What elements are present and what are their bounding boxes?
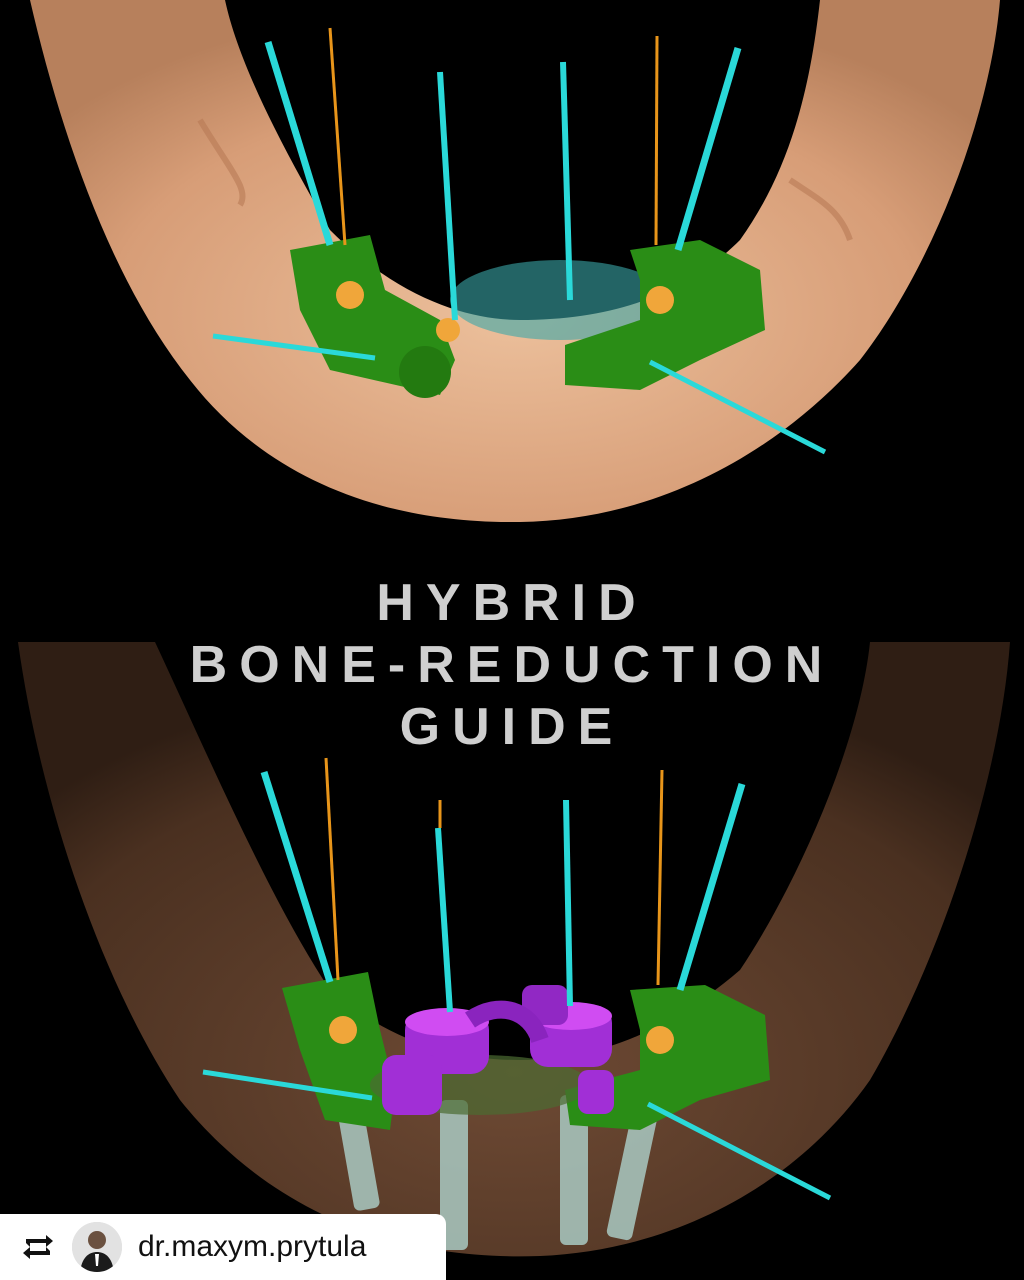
- username[interactable]: dr.maxym.prytula: [138, 1230, 367, 1263]
- title-line-2: BONE-REDUCTION: [189, 636, 835, 694]
- pins-bottom: [202, 757, 832, 1201]
- surgical-guide-top: [290, 235, 765, 398]
- title-line-1: HYBRID: [376, 574, 648, 632]
- title-block: HYBRID BONE-REDUCTION GUIDE: [0, 572, 1024, 758]
- guide-sleeves: [382, 985, 614, 1115]
- title-line-3: GUIDE: [399, 698, 625, 756]
- surgical-guide-bottom: [282, 972, 770, 1130]
- pins-top: [212, 27, 827, 455]
- repost-icon: [18, 1227, 58, 1267]
- repost-attribution-bar[interactable]: dr.maxym.prytula: [0, 1214, 446, 1280]
- mandible-bottom: [18, 642, 1010, 1257]
- avatar[interactable]: [72, 1222, 122, 1272]
- implants: [338, 1095, 658, 1250]
- mandible-top: [30, 0, 1000, 523]
